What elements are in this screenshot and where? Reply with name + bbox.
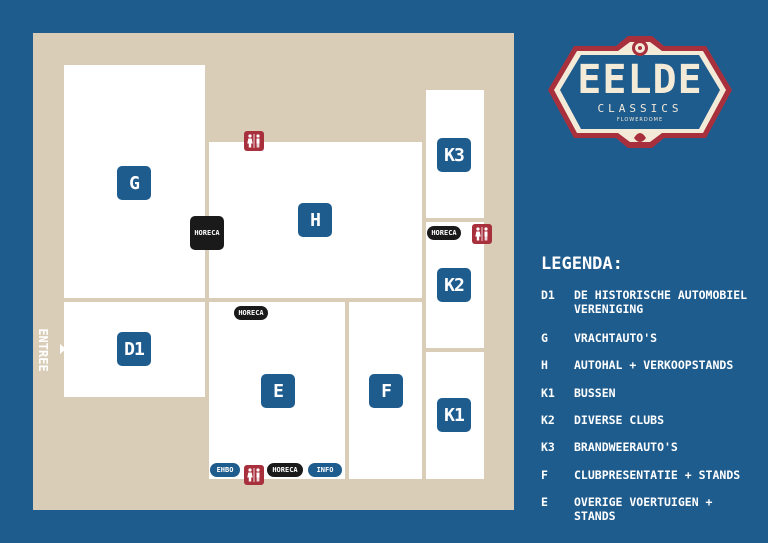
- hall-d1-label: D1: [117, 332, 151, 366]
- toilet-icon: [244, 465, 264, 485]
- legend-label: OVERIGE VOERTUIGEN + STANDS: [574, 495, 713, 523]
- legend-label: DE HISTORISCHE AUTOMOBIEL VERENIGING: [574, 288, 748, 316]
- ehbo-marker: EHBO: [210, 463, 240, 477]
- hall-k2-label: K2: [437, 268, 471, 302]
- hall-g-label: G: [117, 166, 151, 200]
- logo-sub: CLASSICS: [597, 102, 683, 115]
- legend-item: E OVERIGE VOERTUIGEN + STANDS: [541, 495, 754, 523]
- entrance-label: ENTREE: [36, 328, 50, 372]
- legend-item: G VRACHTAUTO'S: [541, 331, 754, 345]
- legend-item: K3 BRANDWEERAUTO'S: [541, 440, 754, 454]
- legend-item: D1 DE HISTORISCHE AUTOMOBIEL VERENIGING: [541, 288, 754, 316]
- legend-label: BUSSEN: [574, 386, 616, 400]
- info-marker: INFO: [308, 463, 342, 477]
- legend-label: AUTOHAL + VERKOOPSTANDS: [574, 358, 734, 372]
- legend-code: H: [541, 358, 548, 372]
- legend-item: H AUTOHAL + VERKOOPSTANDS: [541, 358, 754, 372]
- hall-k3-label: K3: [437, 138, 471, 172]
- legend-code: F: [541, 468, 548, 482]
- legend-code: D1: [541, 288, 555, 302]
- hall-e-label: E: [261, 374, 295, 408]
- legend-label: VRACHTAUTO'S: [574, 331, 658, 345]
- legend-code: G: [541, 331, 548, 345]
- legend-item: K2 DIVERSE CLUBS: [541, 413, 754, 427]
- horeca-marker: HORECA: [190, 216, 224, 250]
- legend-code: E: [541, 495, 548, 509]
- eelde-classics-logo: [544, 34, 736, 152]
- legend-title: LEGENDA:: [541, 254, 623, 274]
- legend-item: K1 BUSSEN: [541, 386, 754, 400]
- legend-label: BRANDWEERAUTO'S: [574, 440, 678, 454]
- toilet-icon: [472, 224, 492, 244]
- legend-item: F CLUBPRESENTATIE + STANDS: [541, 468, 754, 482]
- legend-code: K3: [541, 440, 555, 454]
- entrance-arrow-icon: [60, 344, 66, 354]
- logo-tagline: FLOWERDOME: [616, 117, 664, 123]
- horeca-marker: HORECA: [267, 463, 303, 477]
- horeca-marker: HORECA: [427, 226, 461, 240]
- legend-code: K1: [541, 386, 555, 400]
- hall-k1-label: K1: [437, 398, 471, 432]
- legend-code: K2: [541, 413, 555, 427]
- legend-label: DIVERSE CLUBS: [574, 413, 665, 427]
- legend-label: CLUBPRESENTATIE + STANDS: [574, 468, 741, 482]
- hall-h-label: H: [298, 203, 332, 237]
- hall-f-label: F: [369, 374, 403, 408]
- toilet-icon: [244, 131, 264, 151]
- logo-brand: EELDE: [577, 57, 703, 103]
- horeca-marker: HORECA: [234, 306, 268, 320]
